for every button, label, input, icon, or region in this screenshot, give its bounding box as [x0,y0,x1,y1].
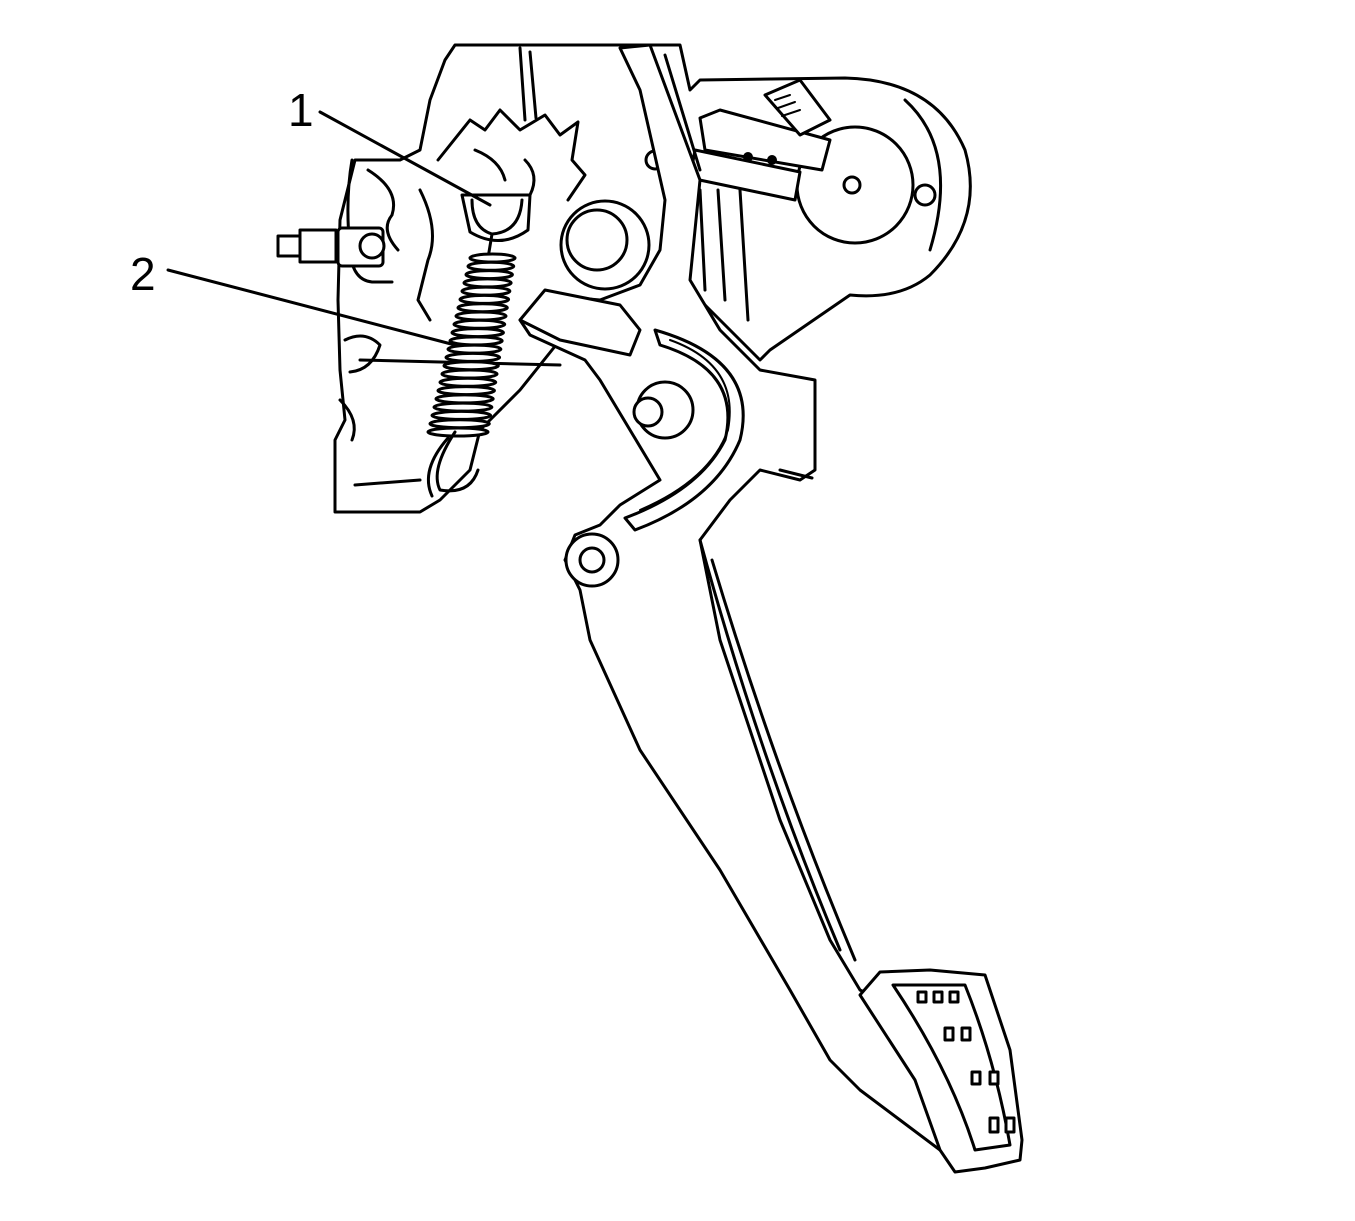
return-spring [426,232,517,498]
leader-line-2 [166,268,457,347]
callout-2: 2 [130,248,457,347]
pedal-arm [518,43,942,1152]
callout-label-1: 1 [288,84,314,136]
spring-hook [460,148,536,242]
bracket-stud [276,226,386,268]
callout-1: 1 [288,84,492,207]
pivot-boss [559,199,651,291]
spring-coil [426,426,490,438]
pad-treads [916,990,1016,1134]
leader-line-1 [318,110,492,207]
sensor-housing [644,78,943,252]
pedal-pad [858,968,1024,1174]
callout-label-2: 2 [130,248,156,300]
